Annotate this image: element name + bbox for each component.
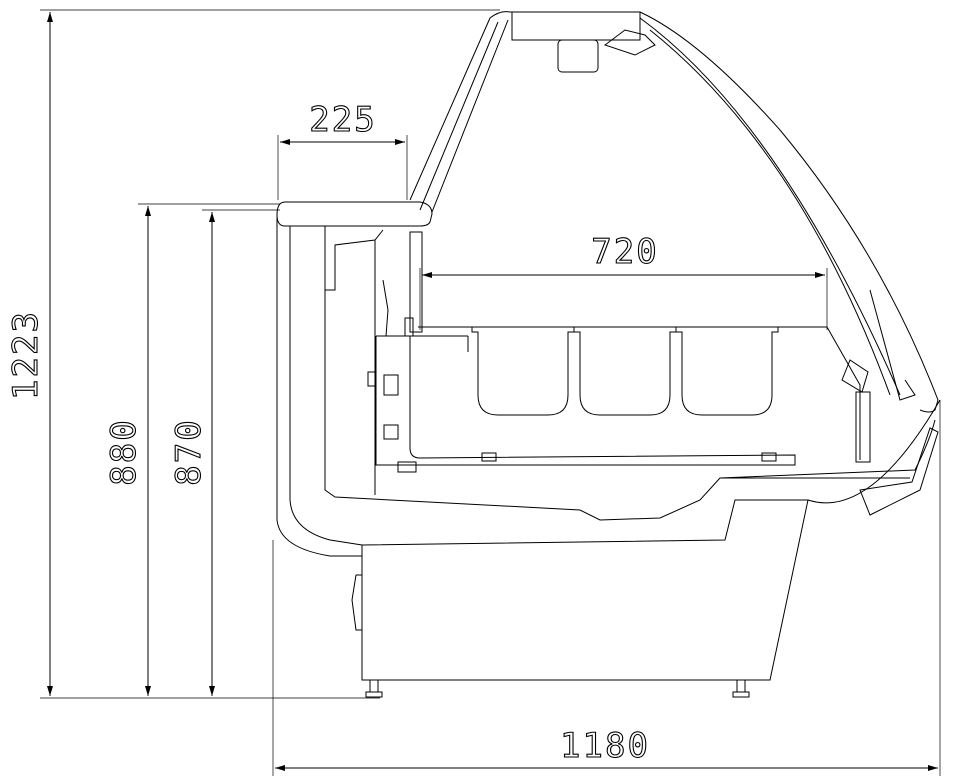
cabinet-outline (276, 201, 941, 698)
dimension-225: 225 (280, 99, 405, 145)
dim-label-worktop-height: 870 (169, 418, 209, 485)
food-pans (471, 327, 779, 416)
display-interior (367, 231, 871, 473)
dimension-1180: 1180 (275, 725, 938, 771)
dim-label-total-height: 1223 (6, 310, 46, 400)
dim-label-worktop-depth: 225 (309, 100, 376, 140)
extension-lines (40, 9, 941, 776)
dim-label-total-depth: 1180 (560, 726, 650, 766)
dimension-720: 720 (422, 231, 825, 278)
dimension-870: 870 (168, 212, 215, 696)
dimension-880: 880 (103, 206, 151, 696)
dimension-1223: 1223 (5, 11, 53, 696)
pan-3 (675, 327, 779, 416)
pan-1 (471, 327, 575, 416)
dim-label-display-depth: 720 (591, 232, 658, 272)
glass-canopy (409, 11, 939, 413)
dim-label-counter-height: 880 (104, 418, 144, 485)
pan-2 (573, 327, 677, 416)
